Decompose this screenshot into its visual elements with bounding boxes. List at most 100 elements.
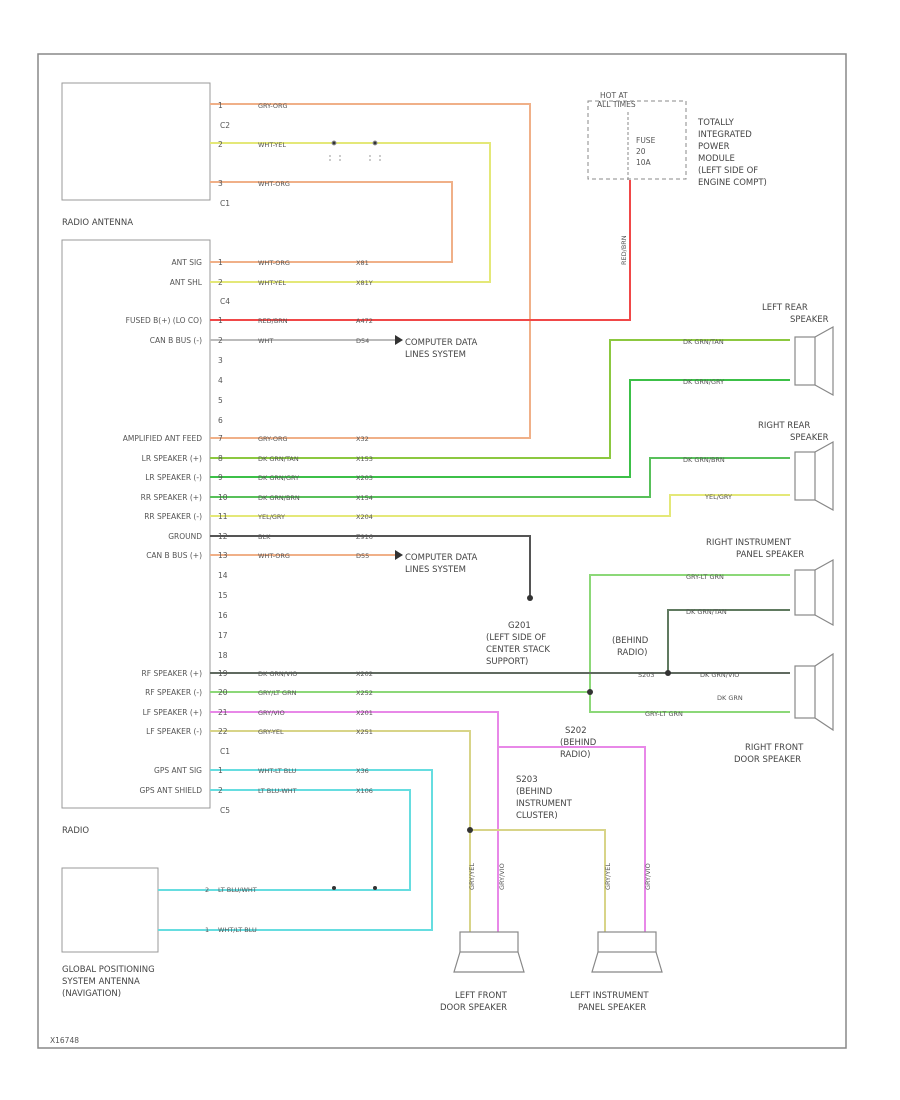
rf-speaker-2: DOOR SPEAKER	[734, 755, 801, 765]
radio-pin-circuit: X154	[356, 494, 373, 502]
radio-pin-wire-color: DK GRN/GRY	[258, 474, 299, 482]
radio-pin-label: AMPLIFIED ANT FEED	[123, 434, 202, 443]
radio-pin-wire-color: WHT-ORG	[258, 552, 290, 560]
radio-pin-number: 5	[218, 396, 223, 405]
radio-pin-wire-color: DK GRN/TAN	[258, 455, 299, 463]
radio-pin-wire-color: GRY/VIO	[258, 709, 285, 717]
splice-s201	[467, 827, 473, 833]
s203c-1: (BEHIND	[516, 787, 553, 797]
gps-label-1: GLOBAL POSITIONING	[62, 965, 155, 975]
fuse-label-3: 10A	[636, 158, 652, 167]
rf-plus-wire: DK GRN/VIO	[700, 671, 739, 679]
tipm-label-3: POWER	[698, 142, 730, 152]
radio-pin-label: RR SPEAKER (-)	[144, 512, 202, 521]
ant-wire-1: GRY-ORG	[258, 102, 288, 110]
radio-pin-number: 1	[218, 258, 223, 267]
radio-connector-label: C4	[220, 297, 230, 306]
radio-box	[61, 239, 211, 809]
radio-pin-number: 21	[218, 708, 228, 717]
radio-pin-number: 15	[218, 591, 228, 600]
radio-pin-number: 4	[218, 376, 223, 385]
rip-speaker-2: PANEL SPEAKER	[736, 550, 804, 560]
radio-pin-number: 8	[218, 454, 223, 463]
lf-wire-2: GRY/VIO	[498, 863, 506, 890]
radio-pin-circuit: X81Y	[356, 279, 373, 287]
tipm-label-1: TOTALLY	[697, 118, 735, 128]
gps-antenna-box	[61, 867, 159, 953]
front-speaker-wires	[210, 672, 790, 932]
radio-pin-label: LF SPEAKER (+)	[143, 708, 202, 717]
lip-speaker-2: PANEL SPEAKER	[578, 1003, 646, 1013]
s202-2: RADIO)	[560, 750, 590, 760]
radio-pin-number: 2	[218, 336, 223, 345]
rr-plus-wire: DK GRN/BRN	[683, 456, 725, 464]
radio-pin-number: 2	[218, 786, 223, 795]
radio-pin-number: 6	[218, 416, 223, 425]
radio-label: RADIO	[62, 826, 89, 836]
radio-pin-number: 13	[218, 551, 228, 560]
radio-pin-circuit: X106	[356, 787, 373, 795]
tipm-label-5: (LEFT SIDE OF	[698, 166, 758, 176]
ant-pin-1: 1	[218, 101, 223, 110]
radio-pin-circuit: X251	[356, 728, 373, 736]
g201-2: (LEFT SIDE OF	[486, 633, 546, 643]
conn-c2: C2	[220, 121, 230, 130]
radio-antenna-box	[61, 82, 211, 201]
radio-pin-circuit: X153	[356, 455, 373, 463]
fuse-label-2: 20	[636, 147, 646, 156]
lip-wire-1: GRY/YEL	[604, 863, 612, 890]
radio-pin-label: FUSED B(+) (LO CO)	[126, 316, 202, 325]
radio-pin-number: 17	[218, 631, 228, 640]
radio-pin-number: 20	[218, 688, 228, 697]
radio-connector-label: C1	[220, 747, 230, 756]
radio-pin-wire-color: RED/BRN	[258, 317, 288, 325]
lr-plus-wire: DK GRN/TAN	[683, 338, 724, 346]
radio-pin-label: LR SPEAKER (-)	[145, 473, 202, 482]
cdl-1-line1: COMPUTER DATA	[405, 338, 478, 348]
diagram-id: X16748	[50, 1036, 79, 1045]
s203-radio-2: RADIO)	[617, 648, 647, 658]
gps-label-2: SYSTEM ANTENNA	[62, 977, 140, 987]
ant-wire-3: WHT-ORG	[258, 180, 290, 188]
rip-plus-wire: GRY-LT GRN	[686, 573, 724, 581]
tipm-label-4: MODULE	[698, 154, 735, 164]
radio-pin-label: LF SPEAKER (-)	[146, 727, 202, 736]
lr-speaker-1: LEFT REAR	[762, 303, 808, 313]
arrow-icon	[395, 550, 403, 560]
lf-speaker-1: LEFT FRONT	[455, 991, 508, 1001]
conn-c1: C1	[220, 199, 230, 208]
rip-speaker-1: RIGHT INSTRUMENT	[706, 538, 792, 548]
radio-antenna-label: RADIO ANTENNA	[62, 218, 133, 228]
radio-pin-wire-color: GRY/LT GRN	[258, 689, 297, 697]
g201-4: SUPPORT)	[486, 657, 528, 667]
tipm-label-6: ENGINE COMPT)	[698, 178, 767, 188]
s203c-2: INSTRUMENT	[516, 799, 573, 809]
s203-radio-1: (BEHIND	[612, 636, 649, 646]
radio-pin-circuit: X36	[356, 767, 369, 775]
radio-pin-circuit: X81	[356, 259, 369, 267]
rr-minus-wire: YEL/GRY	[704, 493, 732, 501]
gps-wires	[158, 769, 433, 931]
hot-label-2: ALL TIMES	[597, 100, 636, 109]
wire-ground	[210, 535, 531, 596]
radio-pin-label: ANT SIG	[172, 258, 203, 267]
radio-pin-number: 10	[218, 493, 228, 502]
speaker-shapes-bottom	[453, 931, 663, 973]
radio-pin-wire-color: DK GRN/BRN	[258, 494, 300, 502]
gps-wire-2: LT BLU/WHT	[218, 886, 257, 894]
radio-pin-number: 2	[218, 278, 223, 287]
radio-pin-wire-color: GRY-ORG	[258, 435, 288, 443]
s202-0: S202	[565, 726, 587, 736]
lf-wire-1: GRY/YEL	[468, 863, 476, 890]
rf-speaker-1: RIGHT FRONT	[745, 743, 804, 753]
gps-pin-2: 2	[205, 886, 209, 894]
arrow-icon	[395, 335, 403, 345]
radio-pin-number: 9	[218, 473, 223, 482]
radio-pin-label: LR SPEAKER (+)	[142, 454, 202, 463]
radio-pin-label: RF SPEAKER (+)	[142, 669, 203, 678]
ant-wire-2: WHT-YEL	[258, 141, 286, 149]
rear-speaker-wires	[210, 339, 790, 517]
g201-1: G201	[508, 621, 531, 631]
